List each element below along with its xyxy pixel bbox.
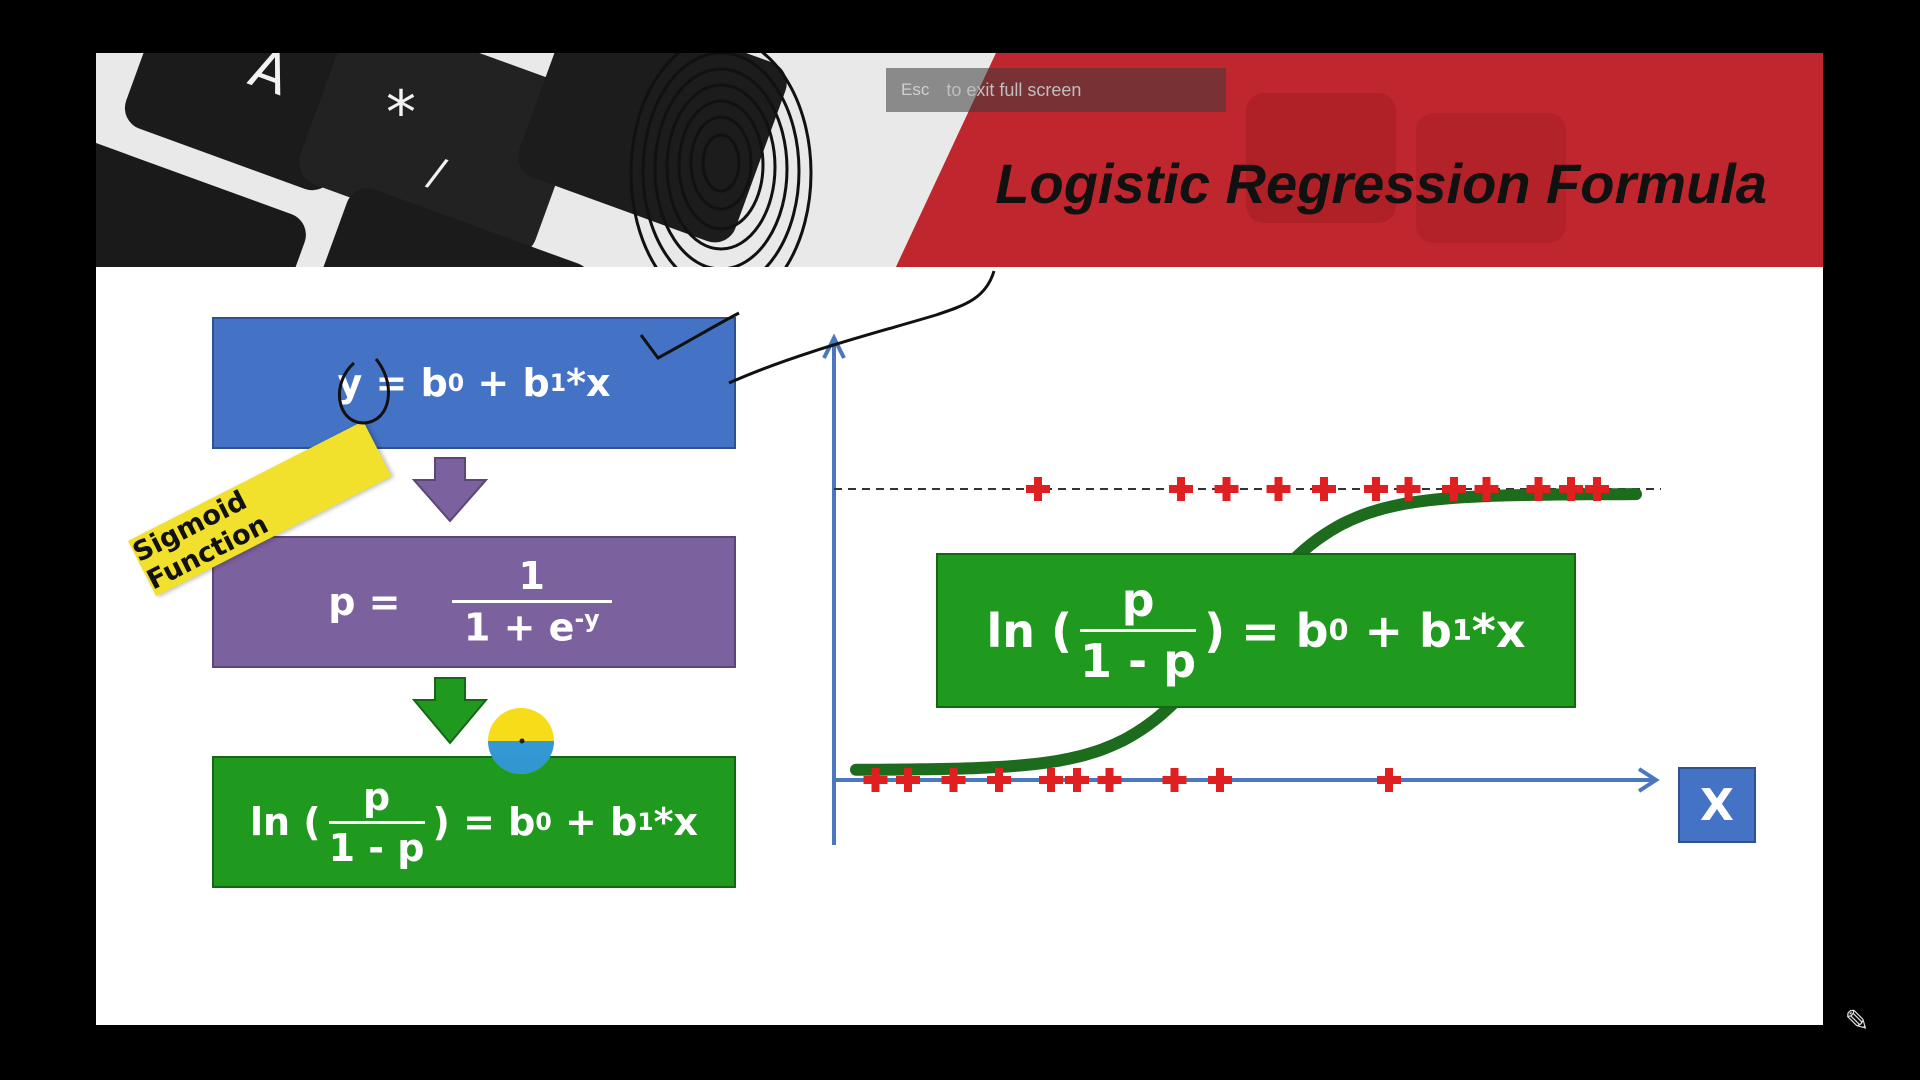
- logit-sub1: 1: [637, 808, 654, 836]
- data-point: [1396, 477, 1421, 501]
- annotation-pointer-line: [728, 270, 996, 385]
- data-point: [1364, 477, 1388, 501]
- logit-big-plus: + b: [1348, 603, 1452, 658]
- logit-denominator: 1 - p: [328, 825, 425, 870]
- data-point: [1266, 477, 1291, 501]
- svg-text:*: *: [386, 78, 416, 148]
- y-axis-arrowhead: [822, 333, 846, 359]
- presentation-slide: A * / Esc to exit full screen Logistic R…: [96, 53, 1823, 1025]
- logit-plus: + b: [551, 800, 638, 844]
- x-axis-arrowhead: [1637, 767, 1660, 793]
- logit-numerator: p: [362, 774, 391, 819]
- logit-big-denominator: 1 - p: [1080, 634, 1197, 688]
- logit-big-lhs: ln (: [986, 603, 1073, 658]
- cursor-dot: [519, 738, 525, 744]
- sigmoid-den-base: 1 + e: [463, 605, 575, 650]
- esc-hint-text: to exit full screen: [946, 79, 1082, 100]
- logit-rhs: ) = b: [432, 800, 536, 844]
- data-point: [896, 768, 920, 792]
- logit-fraction: p 1 - p: [328, 774, 425, 870]
- sigmoid-formula-box: p = 1 1 + e-y: [212, 536, 736, 668]
- logit-big-sub1: 1: [1451, 614, 1472, 647]
- data-point: [1065, 768, 1089, 792]
- down-arrow-purple: [411, 457, 489, 523]
- sigmoid-fraction: 1 1 + e-y: [451, 554, 612, 650]
- linear-y: y: [337, 361, 363, 405]
- data-point: [1214, 477, 1239, 501]
- data-point: [1162, 768, 1187, 792]
- data-point: [1526, 477, 1551, 501]
- x-axis-label: X: [1678, 767, 1756, 843]
- data-point: [1312, 477, 1336, 501]
- channel-logo-icon: ✎: [1844, 1003, 1870, 1039]
- sigmoid-denominator: 1 + e-y: [464, 605, 600, 650]
- logit-sub0: 0: [535, 808, 552, 836]
- esc-key-label: Esc: [892, 73, 939, 107]
- logit-big-numerator: p: [1121, 573, 1155, 627]
- data-point: [987, 768, 1011, 792]
- logit-big-sub0: 0: [1328, 614, 1349, 647]
- data-point: [1169, 477, 1193, 501]
- logit-big-fraction: p 1 - p: [1080, 573, 1197, 688]
- logit-big-tail: *x: [1471, 603, 1526, 658]
- down-arrow-green: [411, 677, 489, 745]
- fullscreen-exit-hint: Esc to exit full screen: [886, 68, 1226, 112]
- linear-sub0: 0: [447, 369, 465, 397]
- data-point: [863, 768, 888, 792]
- data-point: [1559, 477, 1583, 501]
- linear-sub1: 1: [549, 369, 567, 397]
- logit-tail: *x: [653, 800, 699, 844]
- slide-header: A * / Esc to exit full screen Logistic R…: [96, 53, 1823, 267]
- linear-eq: = b: [362, 361, 448, 405]
- data-point: [1208, 768, 1232, 792]
- slide-title: Logistic Regression Formula: [995, 152, 1767, 215]
- logit-lhs: ln (: [249, 800, 321, 844]
- linear-plus: + b: [464, 361, 550, 405]
- logit-big-rhs: ) = b: [1204, 603, 1329, 658]
- data-point: [1585, 477, 1609, 501]
- data-point: [1026, 477, 1050, 501]
- fingerprint-icon: [629, 53, 813, 267]
- sigmoid-lhs: p =: [328, 580, 414, 624]
- data-point: [1442, 477, 1466, 501]
- sigmoid-den-sup: -y: [574, 605, 600, 634]
- data-point: [1474, 477, 1499, 501]
- sigmoid-numerator: 1: [518, 554, 545, 599]
- data-point: [1377, 768, 1401, 792]
- data-point: [1097, 768, 1122, 792]
- linear-tail: *x: [566, 361, 611, 405]
- data-point: [1039, 768, 1063, 792]
- data-point: [941, 768, 966, 792]
